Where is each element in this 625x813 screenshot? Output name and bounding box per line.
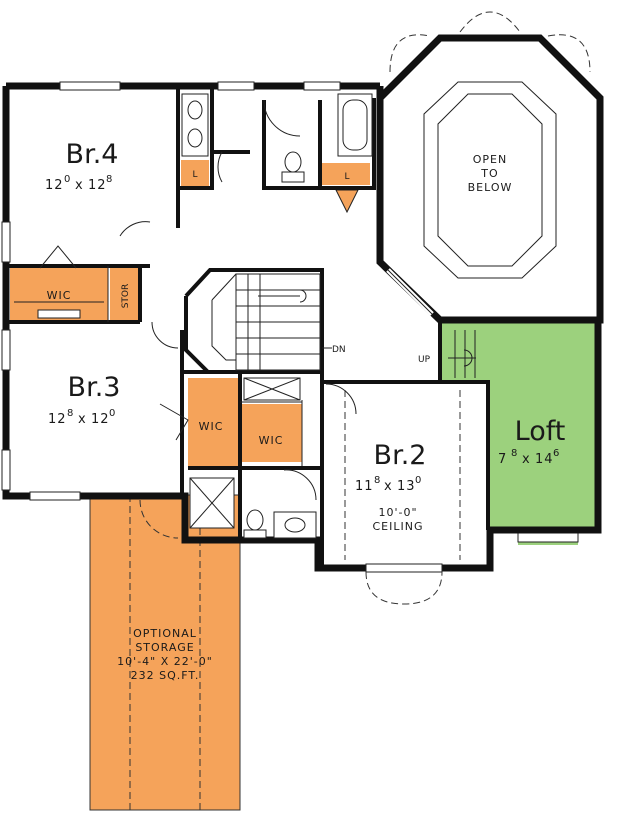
interior-walls [6,86,490,568]
br3-length-inches: 0 [109,408,115,419]
loft-length-inches: 6 [553,448,559,459]
loft-width-inches: 8 [511,448,517,459]
loft-width: 7 [498,452,507,467]
loft-length: 14 [535,452,554,467]
open-below-line3: BELOW [468,181,513,194]
room-labels: Br.4 12 0 x 12 8 Br.3 12 8 x 12 0 Br.2 1… [45,139,565,533]
br4-times: x [75,178,84,193]
open-to-below-area: OPEN TO BELOW [376,11,604,324]
br2-length: 13 [397,479,416,494]
door-swings [39,99,357,501]
br3-length: 12 [91,412,110,427]
wic-br3-label: WIC [199,420,224,433]
storage-dimensions: 10'-4" X 22'-0" [117,655,213,668]
br4-length-inches: 8 [106,174,112,185]
wic-br2-label: WIC [259,434,284,447]
storage-label-line1: OPTIONAL [133,627,197,640]
br3-times: x [78,412,87,427]
br2-width-inches: 8 [374,475,380,486]
stair-down-label: DN [332,345,346,355]
br3-width-inches: 8 [67,408,73,419]
br4-length: 12 [88,178,107,193]
br2-name: Br.2 [374,440,427,471]
linen-closet-2-label: L [344,172,349,182]
br2-ceiling-height: 10'-0" [378,506,417,519]
storage-area: 232 SQ.FT. [131,669,200,682]
windows [1,81,443,605]
open-below-line2: TO [480,167,498,180]
stor-label: STOR [121,284,131,309]
br2-width: 11 [355,479,374,494]
loft-name: Loft [515,416,566,447]
br3-name: Br.3 [68,372,121,403]
wic-br4-label: WIC [47,289,72,302]
br4-width-inches: 0 [64,174,70,185]
loft-times: x [522,452,531,467]
br2-ceiling-label: CEILING [373,520,424,533]
br2-tray-ceiling [344,390,461,560]
br4-width: 12 [45,178,64,193]
fixtures [14,93,373,539]
linen-closet-1-label: L [192,170,197,180]
optional-storage-area: OPTIONAL STORAGE 10'-4" X 22'-0" 232 SQ.… [89,494,241,811]
storage-label-line2: STORAGE [135,641,194,654]
open-below-line1: OPEN [473,153,507,166]
br2-length-inches: 0 [415,475,421,486]
stair-up-label: UP [418,355,431,365]
closets [10,160,370,466]
br4-name: Br.4 [66,139,119,170]
br3-width: 12 [48,412,67,427]
br2-times: x [384,479,393,494]
staircase: DN UP [211,273,476,371]
